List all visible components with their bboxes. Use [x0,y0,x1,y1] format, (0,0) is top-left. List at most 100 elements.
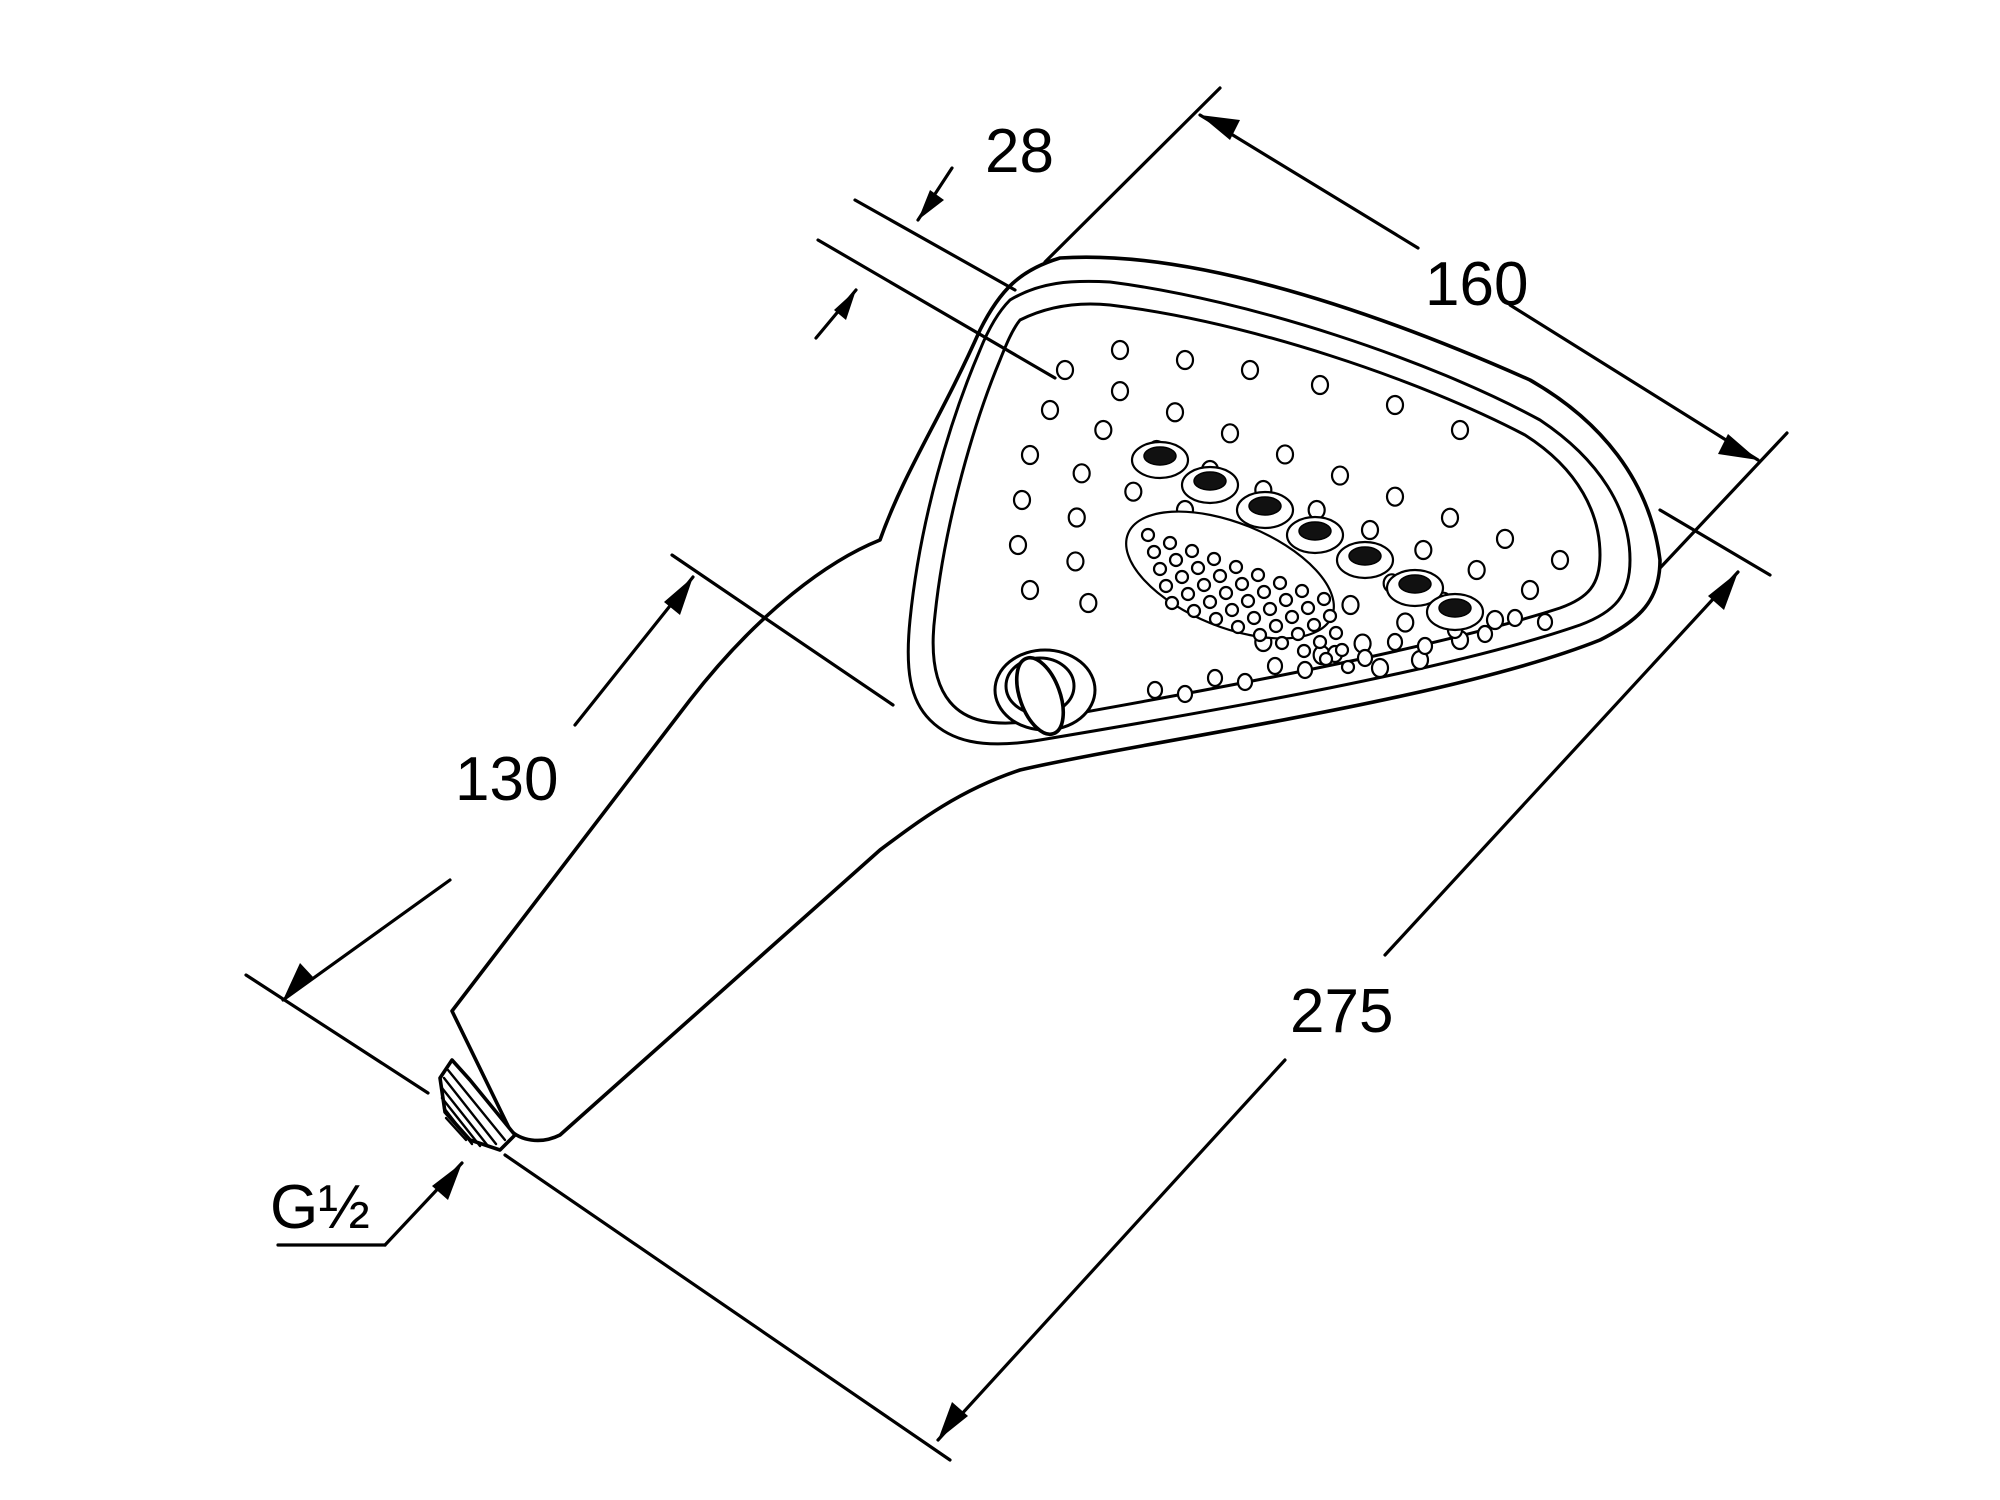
spray-nozzle [1330,465,1350,486]
massage-nozzle [1162,535,1178,551]
massage-nozzle [1180,586,1196,602]
spray-nozzle [1072,463,1091,484]
spray-nozzle [1440,507,1460,528]
dimension-thread: G½ [270,1161,464,1247]
massage-nozzle [1290,626,1306,642]
massage-nozzle [1328,625,1344,641]
spray-nozzle [1386,632,1404,652]
massage-nozzle [1152,561,1168,577]
jet-nozzle-core [1398,574,1432,594]
massage-nozzle [1334,642,1350,658]
dimension-thread-label: G½ [270,1173,370,1242]
jet-nozzle-core [1143,446,1177,466]
spray-nozzle [1310,374,1330,396]
dimension-thickness-label: 28 [985,117,1054,186]
massage-nozzle [1146,544,1162,560]
spray-nozzle [1550,549,1570,571]
massage-nozzle [1300,600,1316,616]
dimension-total-length: 275 [503,508,1772,1462]
dimension-handle-length-label: 130 [455,745,558,814]
jet-nozzle-core [1248,496,1282,516]
spray-nozzle [1341,594,1360,616]
spray-nozzle [1476,624,1494,644]
massage-nozzle [1158,578,1174,594]
spray-nozzle [1220,423,1240,444]
spray-nozzle [1385,486,1405,507]
massage-nozzle [1256,584,1272,600]
spray-nozzle [1416,636,1434,656]
spray-nozzle [1495,528,1515,549]
spray-nozzle [1020,579,1040,601]
massage-nozzle [1252,627,1268,643]
spray-nozzle [1012,489,1032,511]
spray-nozzle [1414,539,1433,561]
massage-nozzle [1202,594,1218,610]
dimension-head-width-label: 160 [1425,250,1528,319]
massage-nozzle [1234,576,1250,592]
spray-nozzle [1450,419,1470,441]
spray-nozzle [1020,444,1040,466]
spray-nozzle [1165,402,1185,423]
massage-nozzle [1340,659,1356,675]
dimension-head-width: 160 [1043,86,1789,570]
spray-nozzle [1176,684,1194,704]
massage-nozzle [1186,603,1202,619]
massage-nozzle [1306,617,1322,633]
massage-nozzle [1240,593,1256,609]
dimension-thickness: 28 [814,117,1057,380]
spray-nozzle [1066,551,1085,572]
massage-nozzle [1268,618,1284,634]
massage-nozzle [1174,569,1190,585]
dimension-total-length-label: 275 [1290,977,1393,1046]
spray-nozzle [1385,394,1405,416]
spray-nozzle [1275,444,1295,465]
massage-nozzle [1278,592,1294,608]
spray-nozzle [1356,648,1374,668]
jet-nozzle-core [1438,598,1472,618]
spray-nozzle [1094,419,1113,441]
spray-nozzle [1206,668,1224,688]
jet-nozzle-core [1193,471,1227,491]
spray-nozzle [1467,559,1486,581]
massage-nozzle [1168,552,1184,568]
massage-nozzle [1184,543,1200,559]
massage-nozzle [1246,610,1262,626]
spray-nozzle [1175,349,1195,371]
spray-nozzle [1124,481,1143,502]
massage-nozzle [1228,559,1244,575]
massage-nozzle [1230,619,1246,635]
massage-nozzle [1212,568,1228,584]
spray-nozzle [1067,507,1086,528]
massage-nozzle [1274,635,1290,651]
spray-nozzle [1236,672,1254,692]
jet-nozzle-core [1348,546,1382,566]
thread-connector [438,1058,517,1152]
spray-nozzle [1040,399,1060,421]
spray-nozzle [1008,534,1028,556]
massage-nozzle [1262,601,1278,617]
dimension-handle-length: 130 [244,553,895,1095]
spray-nozzle [1370,657,1390,679]
massage-nozzle [1206,551,1222,567]
spray-nozzle [1240,359,1260,381]
massage-nozzle [1224,602,1240,618]
massage-nozzle [1284,609,1300,625]
massage-nozzle [1312,634,1328,650]
massage-nozzle [1322,608,1338,624]
spray-nozzle [1055,359,1075,381]
spray-nozzle [1396,612,1415,633]
massage-nozzle [1190,560,1206,576]
spray-nozzle [1266,656,1284,676]
massage-nozzle [1294,583,1310,599]
spray-nozzle [1360,519,1380,541]
massage-nozzle [1208,611,1224,627]
massage-nozzle [1218,585,1234,601]
spray-nozzle [1485,609,1505,631]
massage-nozzle [1164,595,1180,611]
massage-nozzle [1250,567,1266,583]
spray-nozzle [1506,608,1524,628]
spray-nozzle [1079,592,1098,614]
massage-nozzle [1318,651,1334,667]
jet-nozzle-core [1298,521,1332,541]
